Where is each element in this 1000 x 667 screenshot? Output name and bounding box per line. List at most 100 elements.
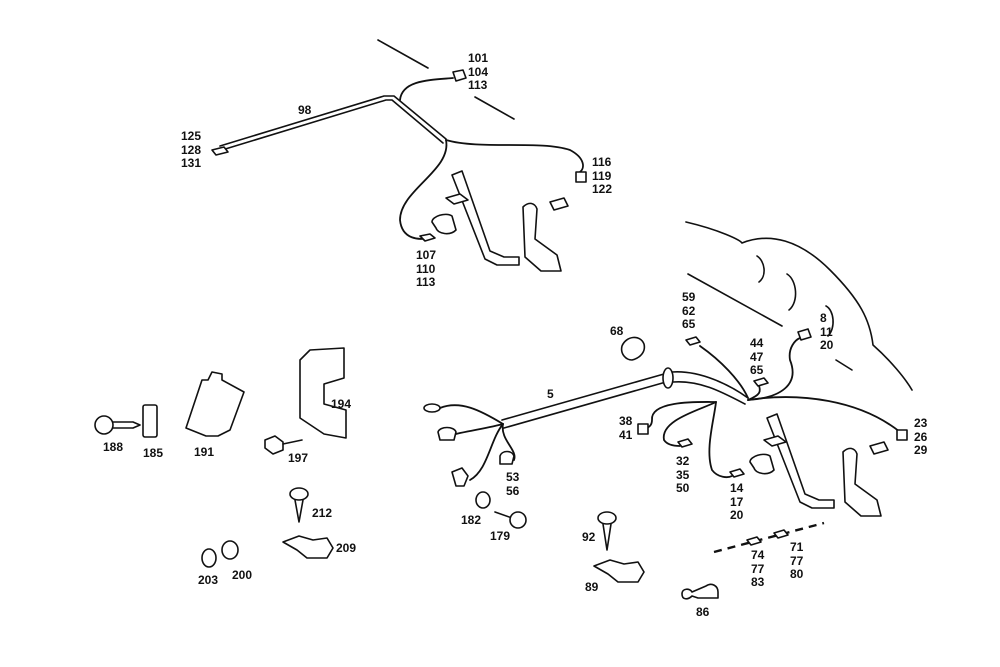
- callout-text: 194: [331, 397, 352, 411]
- screw-212[interactable]: [289, 487, 309, 523]
- label-38: 38 41: [619, 414, 633, 442]
- callout-text: 98: [298, 103, 312, 117]
- pedal-bottom: [749, 413, 889, 517]
- reference-line: [377, 39, 429, 69]
- callout-text: 14: [730, 481, 744, 495]
- callout-text: 113: [468, 78, 488, 92]
- callout-text: 197: [288, 451, 309, 465]
- callout-text: 44: [750, 336, 764, 350]
- callout-text: 209: [336, 541, 357, 555]
- screw-188[interactable]: [94, 415, 141, 435]
- clip-89[interactable]: [593, 559, 645, 583]
- callout-text: 86: [696, 605, 710, 619]
- callout-text: 191: [194, 445, 215, 459]
- callout-text: 68: [610, 324, 624, 338]
- harness-5[interactable]: [423, 328, 908, 487]
- grommet-200[interactable]: [221, 540, 239, 560]
- label-185: 185: [143, 446, 164, 461]
- grommet-203[interactable]: [201, 548, 217, 568]
- label-194: 194: [331, 397, 352, 412]
- label-32: 32 35 50: [676, 454, 690, 496]
- bracket-194[interactable]: [299, 347, 347, 439]
- callout-text: 50: [676, 481, 690, 495]
- callout-text: 188: [103, 440, 124, 454]
- callout-text: 77: [790, 553, 804, 568]
- reference-line: [474, 96, 515, 120]
- callout-text: 185: [143, 446, 164, 460]
- label-5: 5: [547, 387, 554, 402]
- label-89: 89: [585, 580, 598, 595]
- plate-185[interactable]: [142, 404, 158, 438]
- callout-text: 5: [547, 387, 554, 401]
- harness-98[interactable]: [211, 69, 587, 242]
- label-74: 74 77 83: [751, 548, 765, 590]
- bolt-179[interactable]: [494, 511, 527, 529]
- callout-text: 20: [730, 508, 744, 522]
- bolt-197[interactable]: [264, 435, 303, 455]
- callout-text: 17: [730, 494, 744, 509]
- callout-text: 203: [198, 573, 219, 587]
- dashed-line: [713, 521, 825, 554]
- boot-86[interactable]: [681, 583, 719, 600]
- callout-text: 11: [820, 324, 833, 339]
- callout-text: 71: [790, 540, 804, 554]
- label-68: 68: [610, 324, 624, 339]
- callout-text: 110: [416, 261, 436, 276]
- connector-71[interactable]: [773, 529, 789, 539]
- label-200: 200: [232, 568, 252, 583]
- label-23: 23 26 29: [914, 416, 928, 458]
- label-92: 92: [582, 530, 596, 545]
- callout-text: 65: [750, 363, 764, 377]
- label-8: 8 11 20: [820, 311, 834, 353]
- callout-text: 131: [181, 156, 202, 170]
- callout-text: 62: [682, 303, 696, 318]
- pedal-top: [431, 170, 569, 272]
- label-101: 101 104 113: [468, 51, 489, 93]
- callout-text: 125: [181, 129, 202, 143]
- label-188: 188: [103, 440, 124, 455]
- label-53: 53 56: [506, 470, 520, 498]
- callout-text: 26: [914, 429, 928, 444]
- callout-text: 92: [582, 530, 596, 544]
- label-116: 116 119 122: [592, 155, 613, 197]
- callout-text: 107: [416, 248, 437, 262]
- callout-text: 29: [914, 443, 928, 457]
- callout-text: 101: [468, 51, 489, 65]
- callout-text: 74: [751, 548, 765, 562]
- callout-text: 65: [682, 317, 696, 331]
- label-197: 197: [288, 451, 309, 466]
- callout-text: 113: [416, 275, 436, 289]
- callout-text: 212: [312, 506, 333, 520]
- callout-text: 20: [820, 338, 834, 352]
- label-59: 59 62 65: [682, 290, 696, 332]
- label-107: 107 110 113: [416, 248, 437, 290]
- callout-text: 8: [820, 311, 827, 325]
- label-209: 209: [336, 541, 357, 556]
- callout-text: 47: [750, 349, 764, 364]
- label-212: 212: [312, 506, 333, 521]
- callout-text: 80: [790, 567, 804, 581]
- dashboard-outline: [685, 221, 913, 391]
- callout-text: 32: [676, 454, 690, 468]
- label-191: 191: [194, 445, 215, 460]
- clip-209[interactable]: [282, 535, 334, 559]
- cap-68[interactable]: [620, 336, 646, 361]
- callout-text: 53: [506, 470, 520, 484]
- callout-text: 41: [619, 427, 633, 442]
- nut-182[interactable]: [475, 491, 491, 509]
- callout-text: 128: [181, 142, 202, 157]
- callout-text: 83: [751, 575, 765, 589]
- label-203: 203: [198, 573, 219, 588]
- callout-text: 179: [490, 529, 511, 543]
- connector-74[interactable]: [746, 536, 762, 546]
- screw-92[interactable]: [597, 511, 617, 551]
- callout-text: 77: [751, 561, 765, 576]
- label-14: 14 17 20: [730, 481, 744, 523]
- callout-text: 119: [592, 168, 612, 183]
- callout-text: 182: [461, 513, 482, 527]
- callout-text: 122: [592, 182, 613, 196]
- callout-text: 35: [676, 467, 690, 482]
- label-98: 98: [298, 103, 312, 118]
- label-71: 71 77 80: [790, 540, 804, 582]
- bracket-191[interactable]: [185, 371, 245, 437]
